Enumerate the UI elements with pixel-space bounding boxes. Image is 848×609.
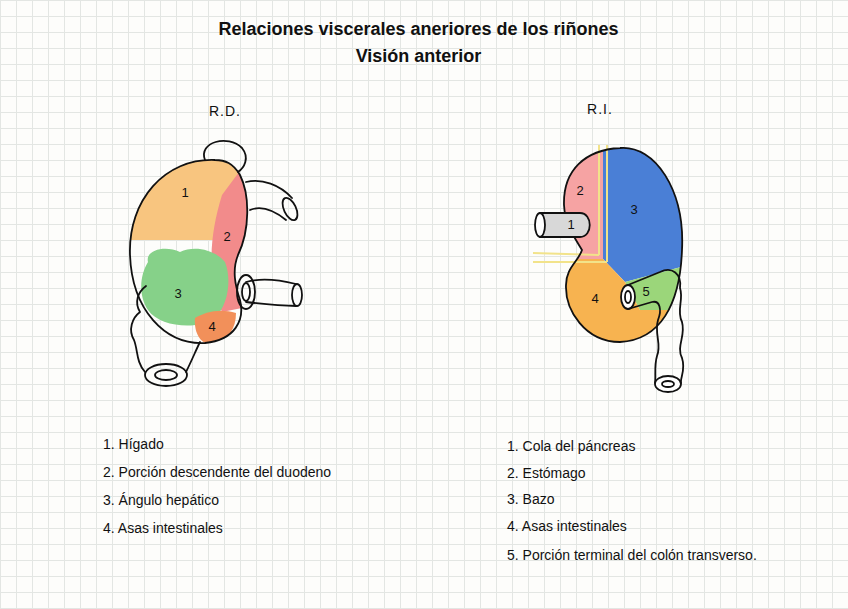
intestine-region — [195, 311, 236, 345]
colon-end-inner — [662, 381, 674, 387]
colon-opening-inner — [155, 370, 177, 380]
intestine-region — [550, 259, 700, 350]
legend-item: 1. Cola del páncreas — [507, 439, 635, 454]
diagram-title: Relaciones viscerales aneriores de los r… — [214, 16, 623, 70]
callout-number: 2 — [576, 184, 583, 198]
callout-number: 4 — [208, 320, 215, 334]
colon-region — [625, 262, 700, 310]
duodenum-end — [279, 196, 300, 223]
gallbladder-outline — [204, 141, 246, 172]
legend-item: 3. Ángulo hepático — [103, 493, 219, 508]
callout-number: 2 — [223, 230, 230, 244]
legend-item: 3. Bazo — [507, 492, 554, 507]
yellow-line — [533, 253, 607, 262]
ascending-colon-wall — [186, 342, 200, 372]
callout-number: 4 — [591, 292, 598, 306]
right-kidney-regions — [120, 150, 260, 345]
callout-number: 3 — [630, 203, 637, 217]
left-kidney-lines — [535, 148, 683, 392]
legend-item: 1. Hígado — [103, 437, 164, 452]
legend-item: 2. Porción descendente del duodeno — [103, 465, 331, 480]
kidney-outline — [130, 160, 247, 343]
pancreas-end — [535, 213, 545, 237]
spleen-region — [603, 140, 700, 282]
pancreas-border — [533, 145, 607, 262]
colon-end — [292, 284, 302, 306]
kidney-heading: R.D. — [209, 104, 241, 119]
descending-colon-wall — [628, 302, 660, 383]
colon-opening — [621, 285, 635, 309]
callout-number: 5 — [642, 285, 649, 299]
colon-end — [655, 376, 681, 392]
left-kidney-regions — [550, 140, 700, 350]
colon-opening-inner — [625, 291, 631, 303]
legend-item: 4. Asas intestinales — [103, 521, 223, 536]
colon-opening — [145, 364, 187, 386]
legend-item: 4. Asas intestinales — [507, 519, 627, 534]
legend-item: 2. Estómago — [507, 466, 586, 481]
kidney-outline — [564, 148, 682, 342]
colon-opening-inner — [242, 283, 250, 301]
legend-item: 5. Porción terminal del colón transverso… — [507, 548, 757, 563]
right-kidney-lines — [130, 141, 302, 386]
ascending-colon-wall — [131, 286, 146, 372]
pancreas-tail — [540, 213, 590, 237]
callout-number: 3 — [174, 287, 181, 301]
kidney-heading: R.I. — [587, 102, 613, 117]
colon-opening — [237, 275, 255, 309]
callout-number: 1 — [181, 186, 188, 200]
descending-colon-wall — [628, 270, 683, 383]
callout-number: 1 — [567, 218, 574, 232]
yellow-line — [599, 145, 607, 262]
